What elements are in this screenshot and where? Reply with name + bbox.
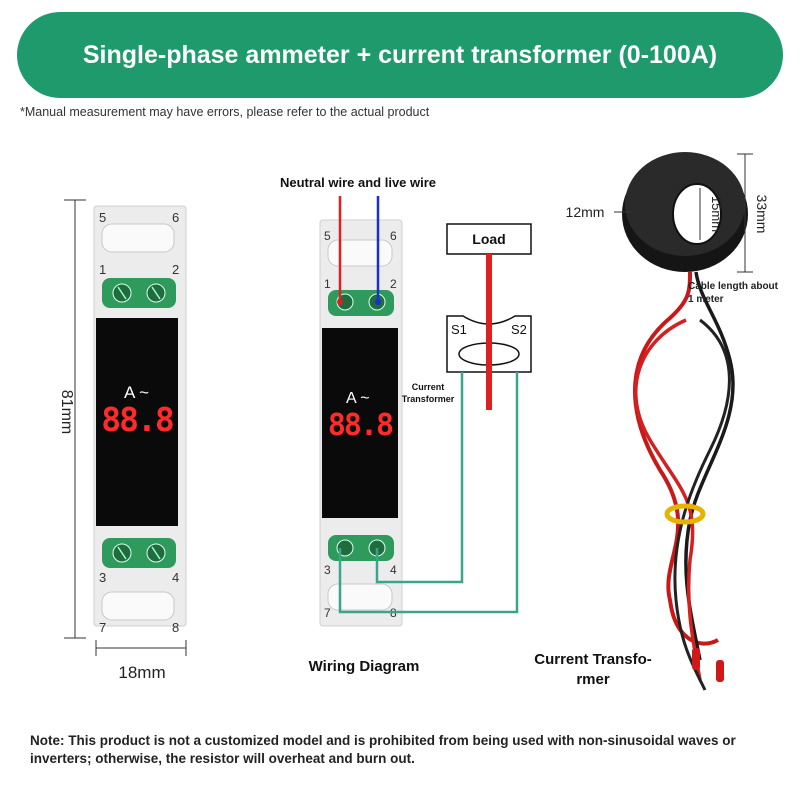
top-tab: [101, 223, 175, 253]
display-panel: [96, 318, 178, 526]
wiring-terminal-2: 2: [390, 277, 397, 291]
load-box: [446, 223, 532, 255]
ct-width-label: 12mm: [566, 204, 605, 220]
wiring-terminal-1: 1: [324, 277, 331, 291]
ct-height-label: 33mm: [754, 195, 770, 234]
wiring-top-tab: [327, 239, 393, 267]
cable-note-line2: 1 meter: [688, 294, 724, 305]
ammeter-left: 81mm 5 6 1 2 A ~ 88.8 3 4 7 8: [58, 199, 187, 682]
lug-left: [692, 648, 700, 670]
ct-label-line1: Current: [412, 382, 445, 392]
terminal-5: 5: [99, 210, 106, 225]
ct-secondary-s1: [375, 372, 464, 584]
terminal-4: 4: [172, 570, 179, 585]
terminal-3: 3: [99, 570, 106, 585]
cable-black-2: [673, 318, 731, 691]
bottom-tab: [101, 591, 175, 621]
banner-title: Single-phase ammeter + current transform…: [82, 40, 718, 69]
ct-hole-label: 15mm: [709, 196, 724, 232]
lug-right: [716, 660, 724, 682]
ct-hole: [672, 183, 722, 245]
wiring-terminal-6: 6: [390, 229, 397, 243]
wiring-terminal-7: 7: [324, 606, 331, 620]
wiring-unit-label: A ~: [346, 390, 370, 407]
height-label: 81mm: [58, 390, 75, 434]
cable-red-2: [634, 318, 702, 681]
terminal-2: 2: [172, 262, 179, 277]
terminal-8: 8: [172, 620, 179, 635]
wiring-display-panel: [322, 328, 398, 518]
ct-label-line2: Transformer: [402, 394, 455, 404]
title-banner: Single-phase ammeter + current transform…: [17, 12, 783, 98]
wiring-terminal-5: 5: [324, 229, 331, 243]
wiring-diagram: Neutral wire and live wire 5 6 1 2 A ~ 8…: [280, 175, 532, 675]
terminal-7: 7: [99, 620, 106, 635]
cable-tie: [664, 503, 706, 525]
digit-display: 88.8: [101, 400, 173, 439]
ct-caption-line1: Current Transfo-: [534, 651, 652, 668]
load-label: Load: [472, 231, 505, 247]
unit-label: A ~: [124, 383, 149, 402]
s1-label: S1: [451, 322, 467, 337]
wiring-terminal-4: 4: [390, 563, 397, 577]
wiring-bottom-tab: [327, 583, 393, 611]
width-label: 18mm: [118, 663, 165, 682]
cable-red: [633, 271, 719, 646]
s2-label: S2: [511, 322, 527, 337]
current-transformer: 33mm 12mm 15mm Cable length about 1 mete…: [534, 152, 779, 691]
wiring-terminal-3: 3: [324, 563, 331, 577]
width-dimension: [95, 640, 187, 656]
neutral-live-label: Neutral wire and live wire: [280, 175, 436, 190]
wiring-caption: Wiring Diagram: [309, 658, 420, 675]
wiring-digit-display: 88.8: [328, 408, 393, 443]
cable-note-line1: Cable length about: [688, 281, 779, 292]
ct-caption-line2: rmer: [576, 671, 610, 688]
ct-height-dimension: [614, 153, 753, 273]
usage-note: Note: This product is not a customized m…: [30, 733, 736, 766]
ct-secondary-s2: [338, 372, 519, 614]
measurement-disclaimer: *Manual measurement may have errors, ple…: [20, 105, 430, 119]
terminal-1: 1: [99, 262, 106, 277]
terminal-6: 6: [172, 210, 179, 225]
height-dimension: [64, 199, 86, 639]
